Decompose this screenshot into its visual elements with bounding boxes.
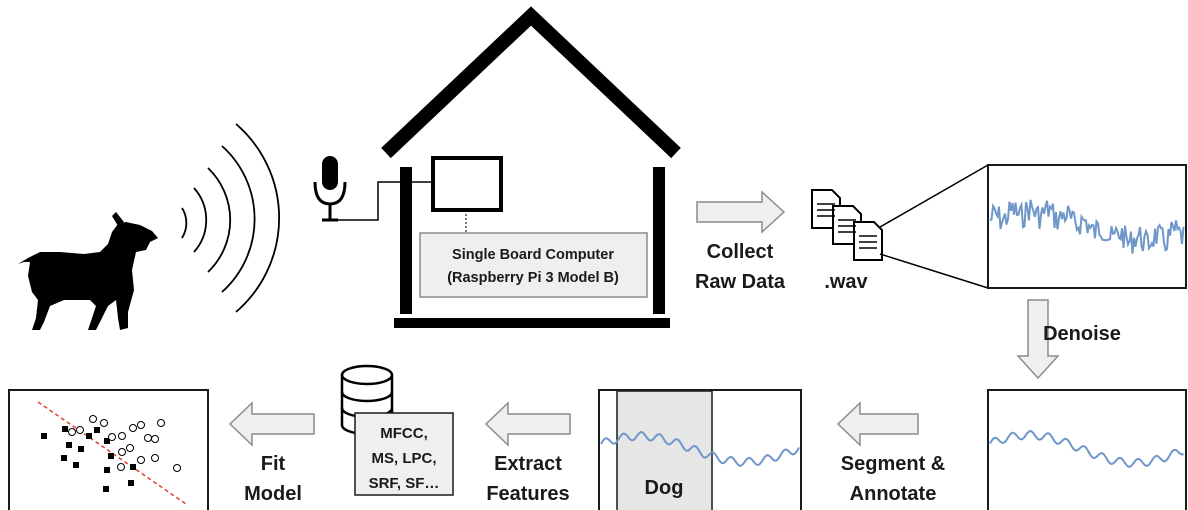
fit-label-line1: Fit — [261, 453, 286, 475]
house-icon — [381, 6, 681, 328]
wav-label: .wav — [824, 271, 868, 293]
extract-arrow — [484, 401, 571, 447]
segment-arrow — [836, 401, 919, 447]
segment-label-line2: Annotate — [850, 483, 937, 505]
denoise-label: Denoise — [1043, 323, 1121, 345]
segment-label-line1: Segment & — [841, 453, 945, 475]
scatter-squares — [41, 426, 136, 492]
document-stack-icon — [811, 189, 883, 261]
raw-waveform — [989, 199, 1185, 254]
sbc-label-line1: Single Board Computer — [452, 247, 614, 263]
denoise-arrow — [1016, 299, 1060, 380]
mic-cable — [338, 181, 432, 221]
segmented-waveform — [600, 430, 800, 467]
features-box — [354, 412, 454, 496]
segment-tag-dog: Dog — [645, 477, 684, 499]
zoom-line-top — [879, 164, 989, 228]
sound-wave-icon — [181, 123, 280, 313]
fit-arrow — [228, 401, 315, 447]
single-board-computer-box — [419, 232, 648, 298]
computer-box — [431, 156, 503, 212]
segment-highlight — [616, 390, 713, 510]
features-line3: SRF, SF… — [369, 475, 440, 492]
extract-label-line2: Features — [486, 483, 569, 505]
collect-arrow — [696, 190, 786, 234]
features-line2: MS, LPC, — [371, 450, 436, 467]
features-line1: MFCC, — [380, 425, 428, 442]
zoom-line-bottom — [879, 253, 989, 289]
extract-label-line1: Extract — [494, 453, 562, 475]
regression-line — [37, 401, 187, 505]
collect-label-line2: Raw Data — [695, 271, 786, 293]
microphone-icon — [313, 156, 347, 222]
sbc-label-line2: (Raspberry Pi 3 Model B) — [447, 270, 619, 286]
denoised-waveform — [989, 429, 1184, 468]
collect-label-line1: Collect — [707, 241, 774, 263]
dog-silhouette-icon — [18, 212, 158, 330]
fit-label-line2: Model — [244, 483, 302, 505]
scatter-circles — [68, 415, 181, 472]
